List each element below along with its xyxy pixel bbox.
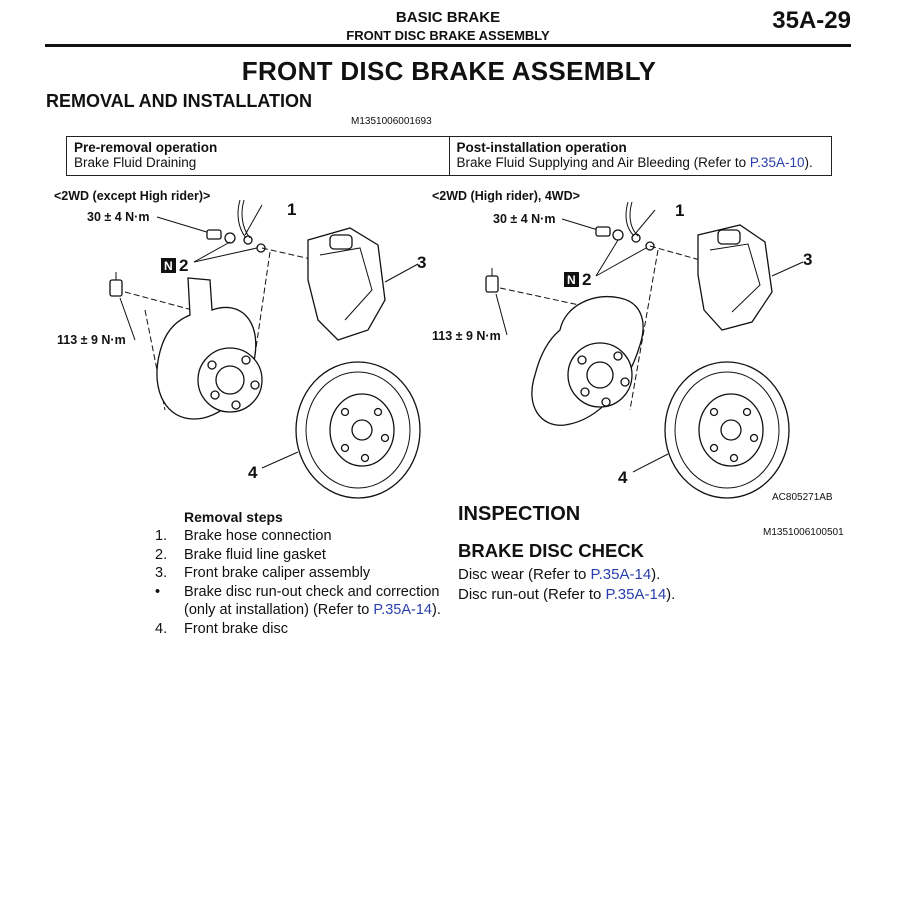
left-n-badge-box (161, 258, 176, 273)
list-item: 1. Brake hose connection (155, 527, 445, 546)
post-installation-cell: Post-installation operation Brake Fluid … (448, 136, 832, 176)
list-item: 4. Front brake disc (155, 620, 445, 639)
left-callout-2-leader-a (193, 241, 231, 263)
removal-section-code: M1351006001693 (351, 116, 432, 127)
figure-code: AC805271AB (772, 492, 833, 503)
disc-wear-link[interactable]: P.35A-14 (590, 566, 652, 583)
step-marker: 1. (155, 528, 168, 544)
removal-heading: REMOVAL AND INSTALLATION (46, 91, 312, 111)
left-n-badge: N (164, 259, 173, 273)
inspection-heading: INSPECTION (458, 503, 581, 525)
disc-wear-text-before: Disc wear (Refer to (458, 566, 591, 583)
left-caliper (307, 227, 386, 341)
right-callout-3: 3 (803, 250, 812, 269)
step-link[interactable]: P.35A-14 (373, 602, 432, 618)
step-marker: 3. (155, 565, 168, 581)
right-callout-4: 4 (618, 468, 628, 487)
step-text-after: ). (431, 602, 441, 618)
step-marker: 2. (155, 546, 168, 563)
step-marker: 4. (155, 620, 168, 637)
left-dash-3 (254, 251, 271, 356)
left-callout-4: 4 (248, 463, 258, 482)
right-n-badge: N (567, 273, 576, 287)
right-callout-1: 1 (675, 201, 684, 220)
pre-removal-text: Brake Fluid Draining (74, 155, 197, 170)
left-dash-2 (261, 247, 316, 261)
right-hose-bolt (595, 201, 655, 251)
header-rule (45, 44, 851, 47)
left-callout-2: 2 (179, 256, 188, 275)
step-text: Brake hose connection (184, 528, 332, 544)
left-hose-bolt (206, 199, 266, 253)
left-callout-1-leader (244, 204, 263, 236)
post-installation-text-before: Brake Fluid Supplying and Air Bleeding (… (456, 155, 750, 170)
right-callout-2-leader-a (595, 239, 619, 277)
list-item: 3. Front brake caliper assembly (155, 564, 445, 583)
pre-removal-cell: Pre-removal operation Brake Fluid Draini… (66, 136, 450, 176)
right-torque-bottom-leader (495, 293, 508, 336)
right-callout-3-leader (771, 261, 804, 277)
step-text: Brake disc run-out check and correction … (184, 583, 445, 620)
left-callout-1: 1 (287, 200, 296, 219)
post-installation-link[interactable]: P.35A-10 (749, 155, 805, 170)
left-callout-3: 3 (417, 253, 426, 272)
page-number: 35A-29 (772, 7, 851, 34)
page-title: FRONT DISC BRAKE ASSEMBLY (241, 56, 657, 86)
step-text-before: Brake disc run-out check and correction … (184, 583, 440, 619)
inspection-code: M1351006100501 (763, 527, 844, 538)
right-callout-2-leader-b (595, 247, 647, 277)
operations-table: Pre-removal operation Brake Fluid Draini… (66, 136, 832, 176)
disc-runout-text-after: ). (666, 586, 676, 603)
left-view-caption: <2WD (except High rider)> (54, 189, 210, 203)
header-subsection-title: FRONT DISC BRAKE ASSEMBLY (346, 28, 550, 43)
left-torque-bottom-leader (119, 297, 136, 341)
post-installation-heading: Post-installation operation (456, 140, 627, 155)
right-n-badge-box (564, 272, 579, 287)
right-view-caption: <2WD (High rider), 4WD> (432, 189, 580, 203)
left-torque-top: 30 ± 4 N·m (87, 210, 149, 224)
step-marker: • (155, 583, 161, 600)
disc-runout-text-before: Disc run-out (Refer to (458, 586, 606, 603)
removal-steps-list: 1. Brake hose connection 2. Brake fluid li… (155, 527, 445, 638)
left-torque-bottom: 113 ± 9 N·m (57, 333, 126, 347)
post-installation-text: Brake Fluid Supplying and Air Bleeding (… (457, 155, 825, 170)
brake-assembly-figure: <2WD (except High rider)> 30 ± 4 N·m 113… (54, 189, 833, 503)
right-caliper-bolt (485, 268, 499, 293)
list-item: 2. Brake fluid line gasket (155, 546, 445, 565)
left-caliper-bolt (109, 272, 123, 297)
step-text: Brake fluid line gasket (184, 546, 326, 563)
right-callout-2: 2 (582, 270, 591, 289)
right-torque-top: 30 ± 4 N·m (493, 212, 555, 226)
removal-steps-heading: Removal steps (184, 509, 283, 525)
left-callout-2-leader-b (193, 247, 258, 263)
step-text: Front brake disc (184, 620, 288, 637)
disc-runout-link[interactable]: P.35A-14 (605, 586, 667, 603)
step-text: Front brake caliper assembly (184, 565, 371, 581)
right-callout-1-leader (634, 209, 656, 235)
left-callout-4-leader (261, 451, 299, 469)
right-torque-top-leader (561, 218, 599, 231)
list-item: • Brake disc run-out check and correction… (155, 583, 445, 620)
pre-removal-heading: Pre-removal operation (74, 140, 218, 155)
header-section-title: BASIC BRAKE (395, 9, 501, 26)
right-dash-3 (629, 249, 659, 411)
right-caliper (697, 224, 773, 331)
left-callout-3-leader (384, 263, 419, 283)
disc-runout-line: Disc run-out (Refer to P.35A-14). (458, 586, 675, 603)
disc-wear-text-after: ). (651, 566, 661, 583)
right-callout-4-leader (632, 453, 669, 473)
post-installation-text-after: ). (804, 155, 813, 170)
right-torque-bottom: 113 ± 9 N·m (432, 329, 501, 343)
disc-wear-line: Disc wear (Refer to P.35A-14). (458, 566, 660, 583)
brake-disc-check-heading: BRAKE DISC CHECK (458, 540, 645, 561)
left-torque-top-leader (156, 216, 211, 234)
